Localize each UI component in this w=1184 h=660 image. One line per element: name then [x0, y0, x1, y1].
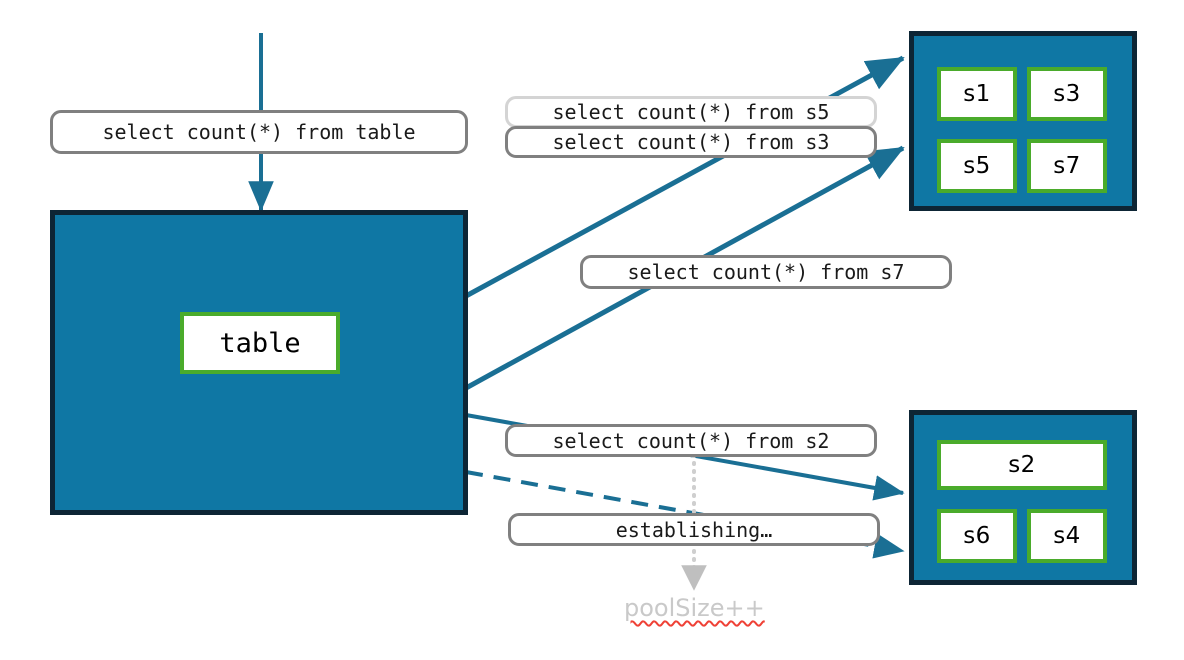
query-pill-s5[interactable]: select count(*) from s5	[505, 96, 877, 128]
node-s3[interactable]: s3	[1027, 67, 1107, 121]
node-s2[interactable]: s2	[937, 440, 1107, 490]
query-pill-establishing[interactable]: establishing…	[508, 513, 880, 546]
poolsize-annotation: poolSize++	[624, 594, 765, 622]
node-s5[interactable]: s5	[937, 139, 1017, 193]
node-s4[interactable]: s4	[1027, 509, 1107, 563]
query-pill-s7[interactable]: select count(*) from s7	[580, 255, 952, 289]
node-s1[interactable]: s1	[937, 67, 1017, 121]
node-table[interactable]: table	[180, 312, 340, 374]
query-pill-s2[interactable]: select count(*) from s2	[505, 424, 877, 457]
query-pill-s3[interactable]: select count(*) from s3	[505, 126, 877, 158]
node-s6[interactable]: s6	[937, 509, 1017, 563]
query-pill-table[interactable]: select count(*) from table	[50, 110, 468, 154]
node-s7[interactable]: s7	[1027, 139, 1107, 193]
